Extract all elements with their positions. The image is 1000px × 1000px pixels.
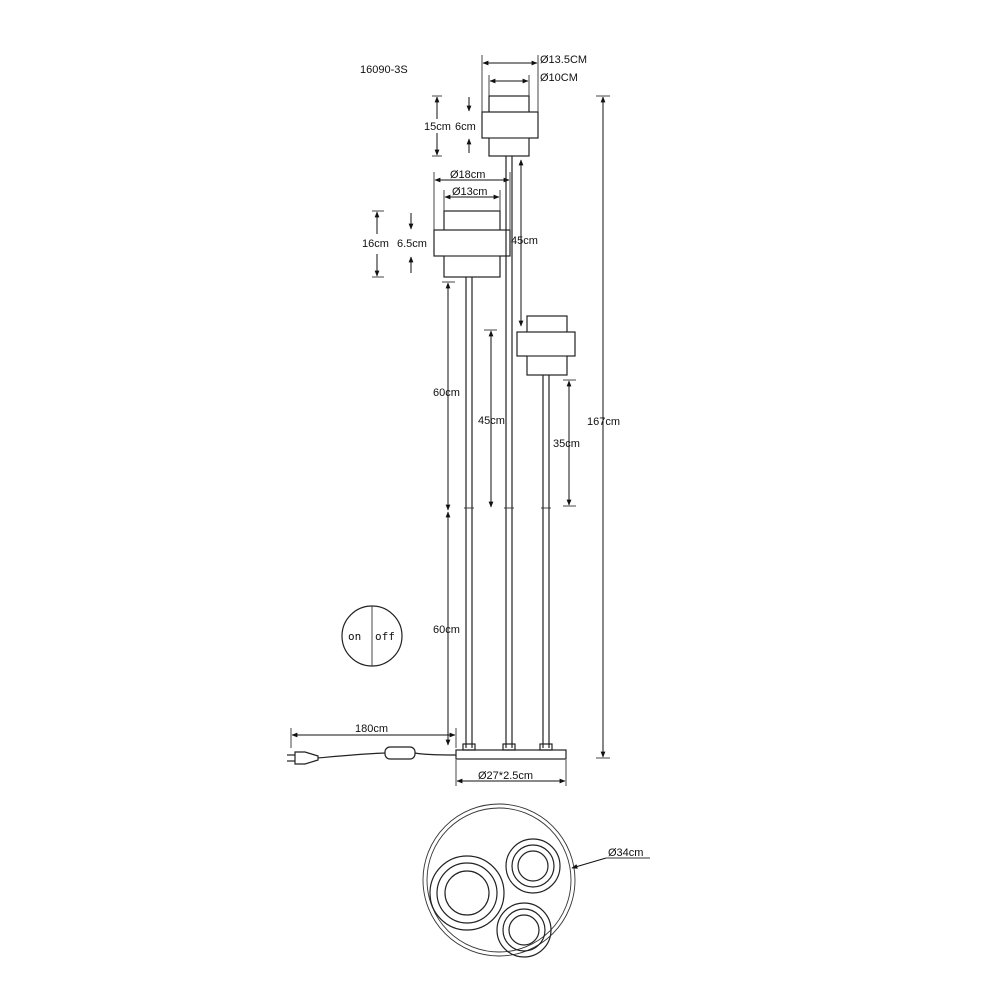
- rods: [462, 156, 553, 751]
- footprint-diameter: Ø34cm: [608, 847, 643, 859]
- model-number: 16090-3S: [360, 64, 408, 76]
- top-shade-band-height: 6cm: [455, 121, 476, 133]
- middle-shade-band-height: 6.5cm: [397, 238, 427, 250]
- middle-shade-height: 16cm: [362, 238, 389, 250]
- on-off-switch-diagram: on off: [341, 605, 403, 667]
- power-cable: [287, 746, 457, 765]
- base-plate: [455, 749, 567, 760]
- switch-on-label: on: [348, 630, 361, 643]
- top-shade-inner-diameter: Ø10CM: [540, 72, 578, 84]
- top-view: [422, 803, 576, 958]
- total-height: 167cm: [587, 416, 620, 428]
- middle-rod-upper-length: 45cm: [478, 415, 505, 427]
- top-shade-height: 15cm: [424, 121, 451, 133]
- base-dimension: Ø27*2.5cm: [478, 770, 533, 782]
- middle-shade: [433, 210, 511, 278]
- middle-shade-inner-diameter: Ø13cm: [452, 186, 487, 198]
- short-shade: [516, 315, 576, 376]
- middle-shade-outer-diameter: Ø18cm: [450, 169, 485, 181]
- left-rod-upper-length: 60cm: [433, 387, 460, 399]
- top-shade-outer-diameter: Ø13.5CM: [540, 54, 587, 66]
- top-shade: [481, 95, 539, 157]
- tall-rod-upper-length: 45cm: [511, 235, 538, 247]
- lower-rod-length: 60cm: [433, 624, 460, 636]
- switch-off-label: off: [375, 630, 395, 643]
- short-rod-length: 35cm: [553, 438, 580, 450]
- cable-length: 180cm: [355, 723, 388, 735]
